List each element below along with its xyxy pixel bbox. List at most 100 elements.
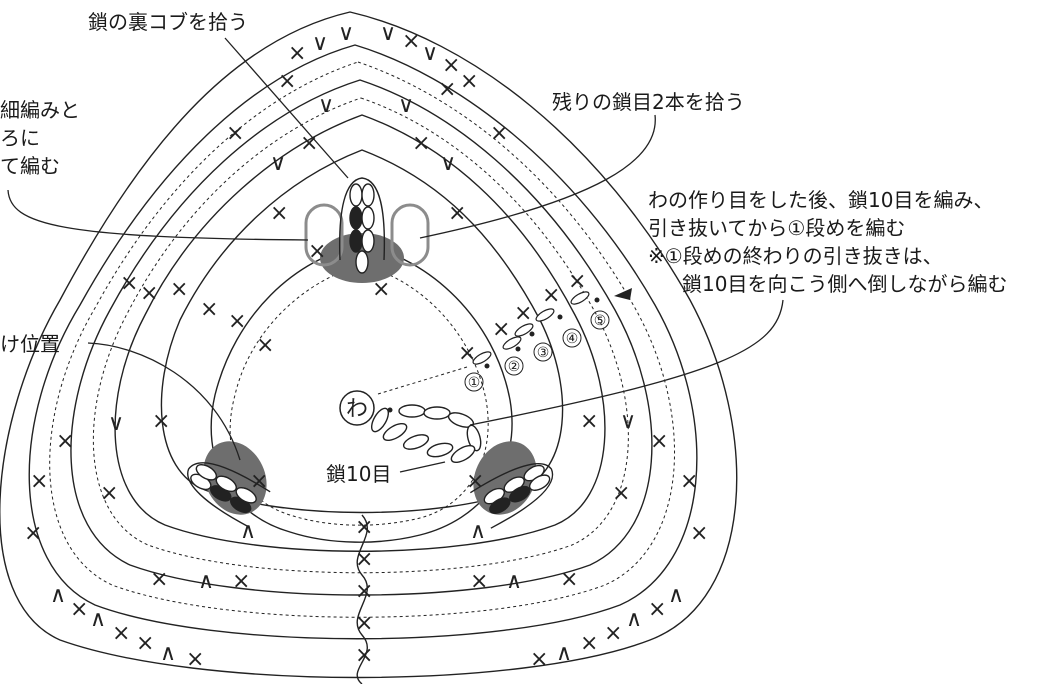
sc-symbol: × bbox=[355, 515, 373, 540]
sc-symbol: × bbox=[402, 29, 420, 54]
sc-symbol: × bbox=[136, 631, 154, 656]
inc-symbol: ∨ bbox=[440, 151, 456, 176]
top-petal-chain bbox=[361, 229, 375, 253]
sc-symbol: × bbox=[100, 481, 118, 506]
leader-chain bbox=[399, 461, 446, 473]
sc-symbol: × bbox=[514, 301, 532, 326]
round-outline-5 bbox=[70, 79, 653, 596]
sc-symbol: × bbox=[355, 643, 373, 668]
left-petal-outline bbox=[187, 462, 271, 528]
chain-stitch bbox=[425, 440, 455, 460]
sc-symbol: × bbox=[186, 647, 204, 672]
start-arrow-icon bbox=[614, 288, 632, 300]
sc-symbol: × bbox=[458, 341, 476, 366]
start-dot bbox=[557, 314, 563, 320]
inc-symbol: ∨ bbox=[422, 41, 438, 66]
sc-symbol: × bbox=[288, 41, 306, 66]
left-petal-chain bbox=[235, 487, 257, 504]
top-petal-chain bbox=[355, 250, 369, 274]
grey-loop-left bbox=[304, 203, 344, 267]
label-right-mid: わの作り目をした後、鎖10目を編み、 引き抜いてから①段めを編む ※①段めの終わ… bbox=[648, 186, 1007, 298]
inner-round bbox=[210, 244, 513, 543]
sc-symbol: × bbox=[250, 469, 268, 494]
sc-symbol: × bbox=[355, 611, 373, 636]
sc-symbol: × bbox=[680, 469, 698, 494]
sc-symbol: × bbox=[580, 409, 598, 434]
inc-symbol: ∨ bbox=[620, 409, 636, 434]
dec-symbol: ∧ bbox=[556, 641, 572, 666]
start-chain bbox=[535, 308, 555, 322]
inc-symbol: ∨ bbox=[380, 21, 396, 46]
label-top-text: 鎖の裏コブを拾う bbox=[88, 10, 248, 34]
round-number: ② bbox=[508, 359, 521, 375]
sc-symbol: × bbox=[438, 77, 456, 102]
sc-symbol: × bbox=[442, 53, 460, 78]
label-right-mid-line2: 引き抜いてから①段めを編む bbox=[648, 216, 906, 240]
label-right-mid-line3: ※①段めの終わりの引き抜きは、 bbox=[648, 244, 943, 268]
sc-symbol: × bbox=[690, 521, 708, 546]
leader-top bbox=[224, 37, 349, 179]
label-right-mid-line4: 鎖10目を向こう側へ倒しながら編む bbox=[682, 272, 1008, 296]
chain-10 bbox=[367, 404, 484, 467]
sc-symbol: × bbox=[308, 239, 326, 264]
top-petal-chain bbox=[349, 183, 363, 207]
sc-symbol: × bbox=[560, 567, 578, 592]
center-ring: わ bbox=[339, 390, 393, 426]
sc-symbol: × bbox=[152, 409, 170, 434]
dec-symbol: ∧ bbox=[668, 583, 684, 608]
right-petal bbox=[469, 463, 554, 529]
sc-symbol: × bbox=[604, 621, 622, 646]
sc-symbol: × bbox=[228, 309, 246, 334]
start-chain bbox=[472, 351, 492, 365]
start-dot bbox=[484, 363, 490, 369]
chain-stitch bbox=[398, 404, 426, 418]
sc-symbol: × bbox=[200, 297, 218, 322]
dec-symbol: ∧ bbox=[50, 583, 66, 608]
sc-symbol: × bbox=[492, 317, 510, 342]
round-number: ④ bbox=[566, 331, 579, 347]
sc-symbol: × bbox=[460, 69, 478, 94]
chain-stitch bbox=[401, 431, 431, 453]
round-number-circle bbox=[562, 328, 582, 348]
leader-lines bbox=[7, 37, 784, 473]
sc-symbol: × bbox=[150, 567, 168, 592]
round-number-circle bbox=[533, 342, 553, 362]
sc-symbol: × bbox=[372, 277, 390, 302]
dec-symbol: ∧ bbox=[626, 607, 642, 632]
sc-symbol: × bbox=[278, 69, 296, 94]
stitch-symbols: × ∨ ∨ ∨ × ∨ × × × ∨ ∨ × × × ∨ ∨ × × × × … bbox=[24, 21, 708, 672]
sc-symbol: × bbox=[470, 569, 488, 594]
start-dot bbox=[594, 297, 600, 303]
label-left: 細編みと ろに て編む bbox=[0, 96, 80, 180]
sc-symbol: × bbox=[650, 429, 668, 454]
sc-symbol: × bbox=[530, 647, 548, 672]
top-petal-chain bbox=[349, 206, 363, 230]
leader-right-top bbox=[419, 114, 656, 239]
inc-symbol: ∨ bbox=[338, 21, 354, 46]
right-petal-outline bbox=[469, 463, 554, 529]
round-number-circle bbox=[590, 310, 610, 330]
leader-left bbox=[7, 189, 309, 241]
dec-symbol: ∧ bbox=[470, 519, 486, 544]
join-line bbox=[356, 514, 368, 684]
inc-symbol: ∨ bbox=[398, 93, 414, 118]
leader-left-mid bbox=[87, 342, 241, 461]
left-petal-chain bbox=[195, 464, 218, 481]
sc-symbol: × bbox=[490, 121, 508, 146]
chain-stitch bbox=[448, 441, 478, 467]
dec-symbol: ∧ bbox=[90, 607, 106, 632]
sc-symbol: × bbox=[170, 277, 188, 302]
inc-symbol: ∨ bbox=[318, 93, 334, 118]
inc-symbol: ∨ bbox=[270, 151, 286, 176]
grey-loop-right bbox=[390, 203, 430, 267]
sc-symbol: × bbox=[542, 283, 560, 308]
ring-circle bbox=[339, 390, 375, 426]
start-dashed-line bbox=[377, 366, 468, 395]
round-number-circle bbox=[464, 372, 484, 392]
right-petal-chain bbox=[489, 497, 511, 514]
label-left-mid: け位置 bbox=[0, 330, 60, 358]
chain-stitch bbox=[423, 406, 451, 420]
inc-symbol: ∨ bbox=[108, 411, 124, 436]
sc-symbol: × bbox=[226, 121, 244, 146]
